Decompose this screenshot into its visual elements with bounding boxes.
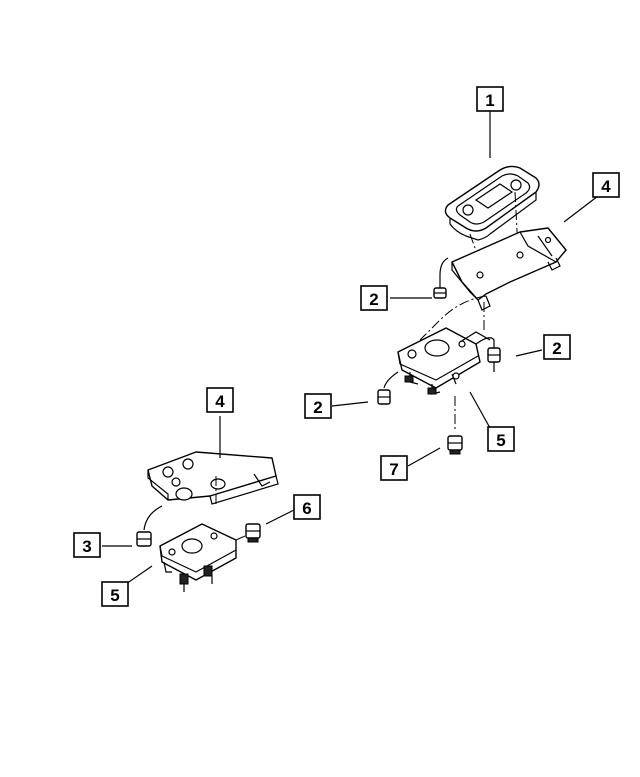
part-1-cover	[444, 165, 540, 241]
svg-text:4: 4	[601, 177, 611, 196]
callout-2-right: 2	[543, 334, 571, 360]
svg-text:6: 6	[302, 499, 311, 518]
leader-5b	[125, 565, 153, 585]
svg-text:5: 5	[110, 586, 119, 605]
leader-5a	[469, 391, 491, 429]
part-5-mount-upper	[397, 327, 491, 395]
callout-4-upper: 4	[592, 172, 620, 198]
callout-2-upper: 2	[360, 285, 388, 311]
callout-2-left: 2	[304, 393, 332, 419]
part-4-bracket-lower	[147, 451, 279, 505]
svg-text:1: 1	[485, 91, 494, 110]
callout-5-upper: 5	[487, 426, 515, 452]
callout-7: 7	[380, 455, 408, 481]
leader-6	[265, 509, 295, 525]
leader-7	[407, 447, 441, 467]
svg-text:2: 2	[552, 339, 561, 358]
part-5-mount-lower	[159, 523, 237, 592]
leader-2b	[515, 349, 543, 357]
nut-7	[447, 435, 463, 455]
callout-1: 1	[476, 86, 504, 112]
leader-2c	[331, 401, 369, 407]
bolt-3	[136, 505, 163, 547]
svg-text:4: 4	[215, 392, 225, 411]
callout-6: 6	[293, 494, 321, 520]
bolt-2-upper	[433, 257, 449, 299]
callout-5-lower: 5	[101, 581, 129, 607]
svg-text:7: 7	[389, 460, 398, 479]
svg-text:2: 2	[313, 398, 322, 417]
part-4-bracket-upper	[451, 227, 567, 311]
svg-text:3: 3	[82, 537, 91, 556]
nut-6	[245, 523, 261, 543]
callout-4-lower: 4	[206, 387, 234, 413]
bolt-2-left	[377, 371, 399, 405]
callout-3: 3	[73, 532, 101, 558]
svg-text:5: 5	[496, 431, 505, 450]
leader-4a	[563, 195, 599, 223]
svg-text:2: 2	[369, 290, 378, 309]
bolt-2-right	[475, 337, 501, 372]
